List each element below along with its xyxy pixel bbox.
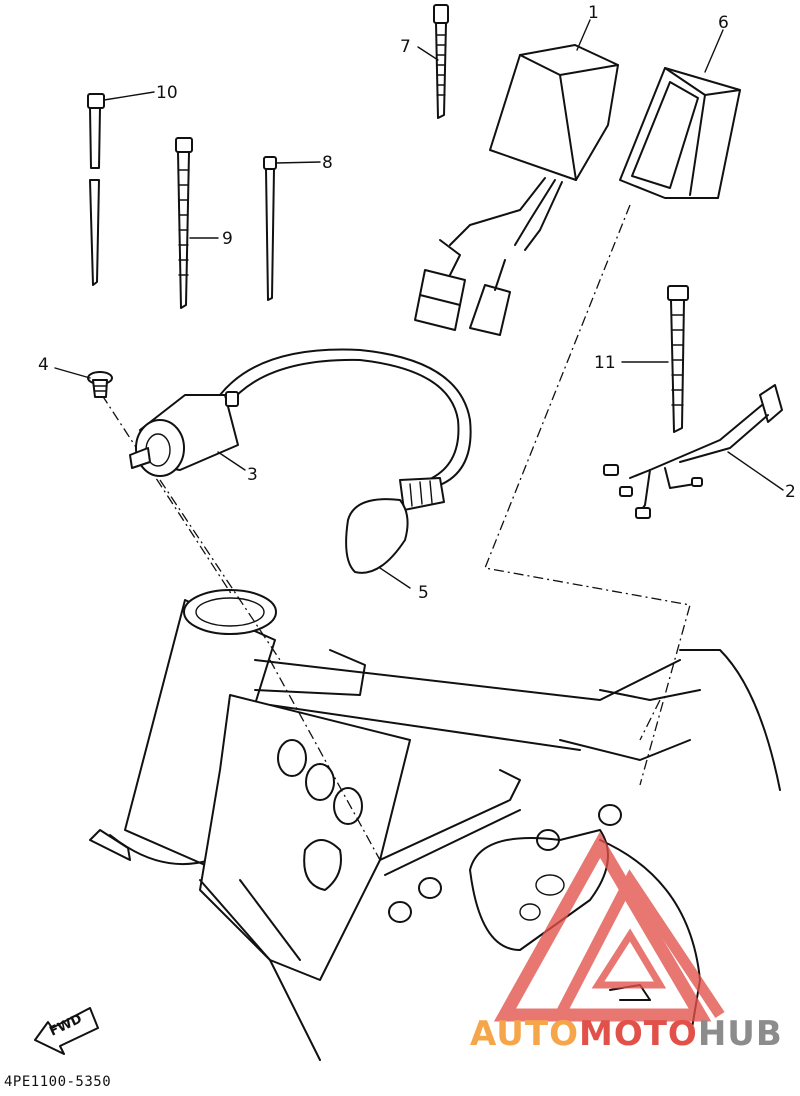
frame: [89, 589, 781, 1061]
callout-6: 6: [718, 13, 729, 33]
callout-9: 9: [222, 229, 233, 249]
callout-3: 3: [247, 465, 258, 485]
watermark-part-hub: HUB: [697, 1014, 783, 1054]
callout-4: 4: [38, 355, 49, 375]
cable-tie-10: [87, 93, 105, 286]
fwd-arrow: FWD: [34, 1007, 99, 1055]
callout-7: 7: [400, 37, 411, 57]
cdi-unit: [414, 44, 619, 336]
cdi-cover: [619, 67, 741, 199]
callout-11: 11: [594, 353, 616, 373]
wire-harness: [603, 384, 783, 519]
watermark-logo: [493, 831, 725, 1022]
callout-8: 8: [322, 153, 333, 173]
callout-1: 1: [588, 3, 599, 23]
diagram-code: 4PE1100-5350: [4, 1074, 112, 1090]
watermark-part-moto: MOTO: [578, 1014, 698, 1054]
callout-5: 5: [418, 583, 429, 603]
ignition-coil: [129, 348, 472, 486]
callout-numbers: 1 2 3 4 5 6 7 8 9 10 11: [38, 3, 796, 603]
cable-tie-8: [263, 156, 277, 301]
bolt: [87, 371, 113, 398]
cable-tie-9: [175, 137, 193, 309]
spark-plug-cap: [345, 477, 445, 574]
watermark-text: AUTOMOTOHUB: [470, 1014, 783, 1054]
callout-10: 10: [156, 83, 178, 103]
watermark-part-auto: AUTO: [470, 1014, 579, 1054]
callout-leaders: [54, 19, 784, 589]
cable-tie-7: [433, 4, 449, 119]
cable-tie-11: [667, 285, 689, 433]
callout-2: 2: [785, 482, 796, 502]
leader-lines: [101, 204, 691, 861]
